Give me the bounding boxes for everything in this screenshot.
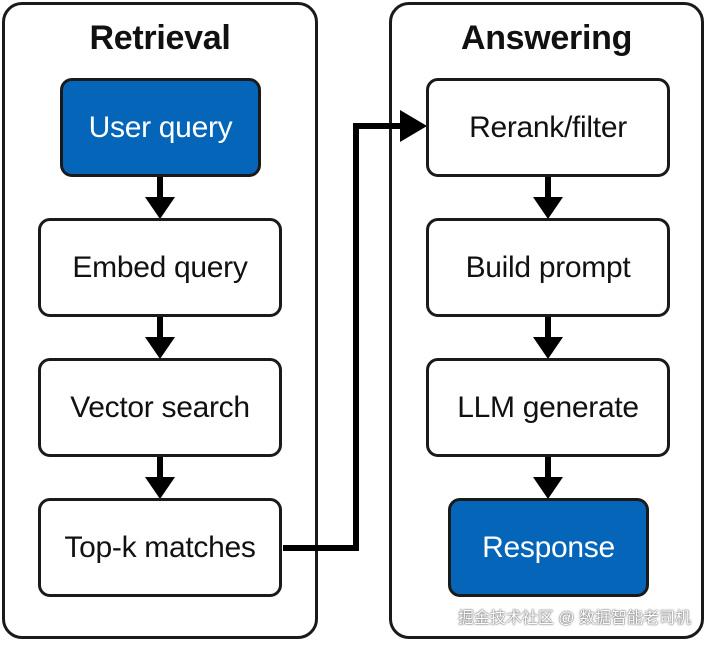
retrieval-title: Retrieval (89, 19, 231, 57)
answering-title: Answering (460, 19, 633, 57)
node-vector-search: Vector search (38, 358, 282, 457)
watermark: 掘金技术社区 @ 数据智能老司机 (457, 610, 691, 627)
node-embed-query: Embed query (38, 218, 282, 317)
node-rerank-filter: Rerank/filter (426, 78, 670, 177)
node-llm-generate: LLM generate (426, 358, 670, 457)
node-top-k-matches: Top-k matches (38, 498, 282, 597)
node-user-query: User query (60, 78, 261, 177)
node-build-prompt: Build prompt (426, 218, 670, 317)
node-response: Response (448, 498, 649, 597)
